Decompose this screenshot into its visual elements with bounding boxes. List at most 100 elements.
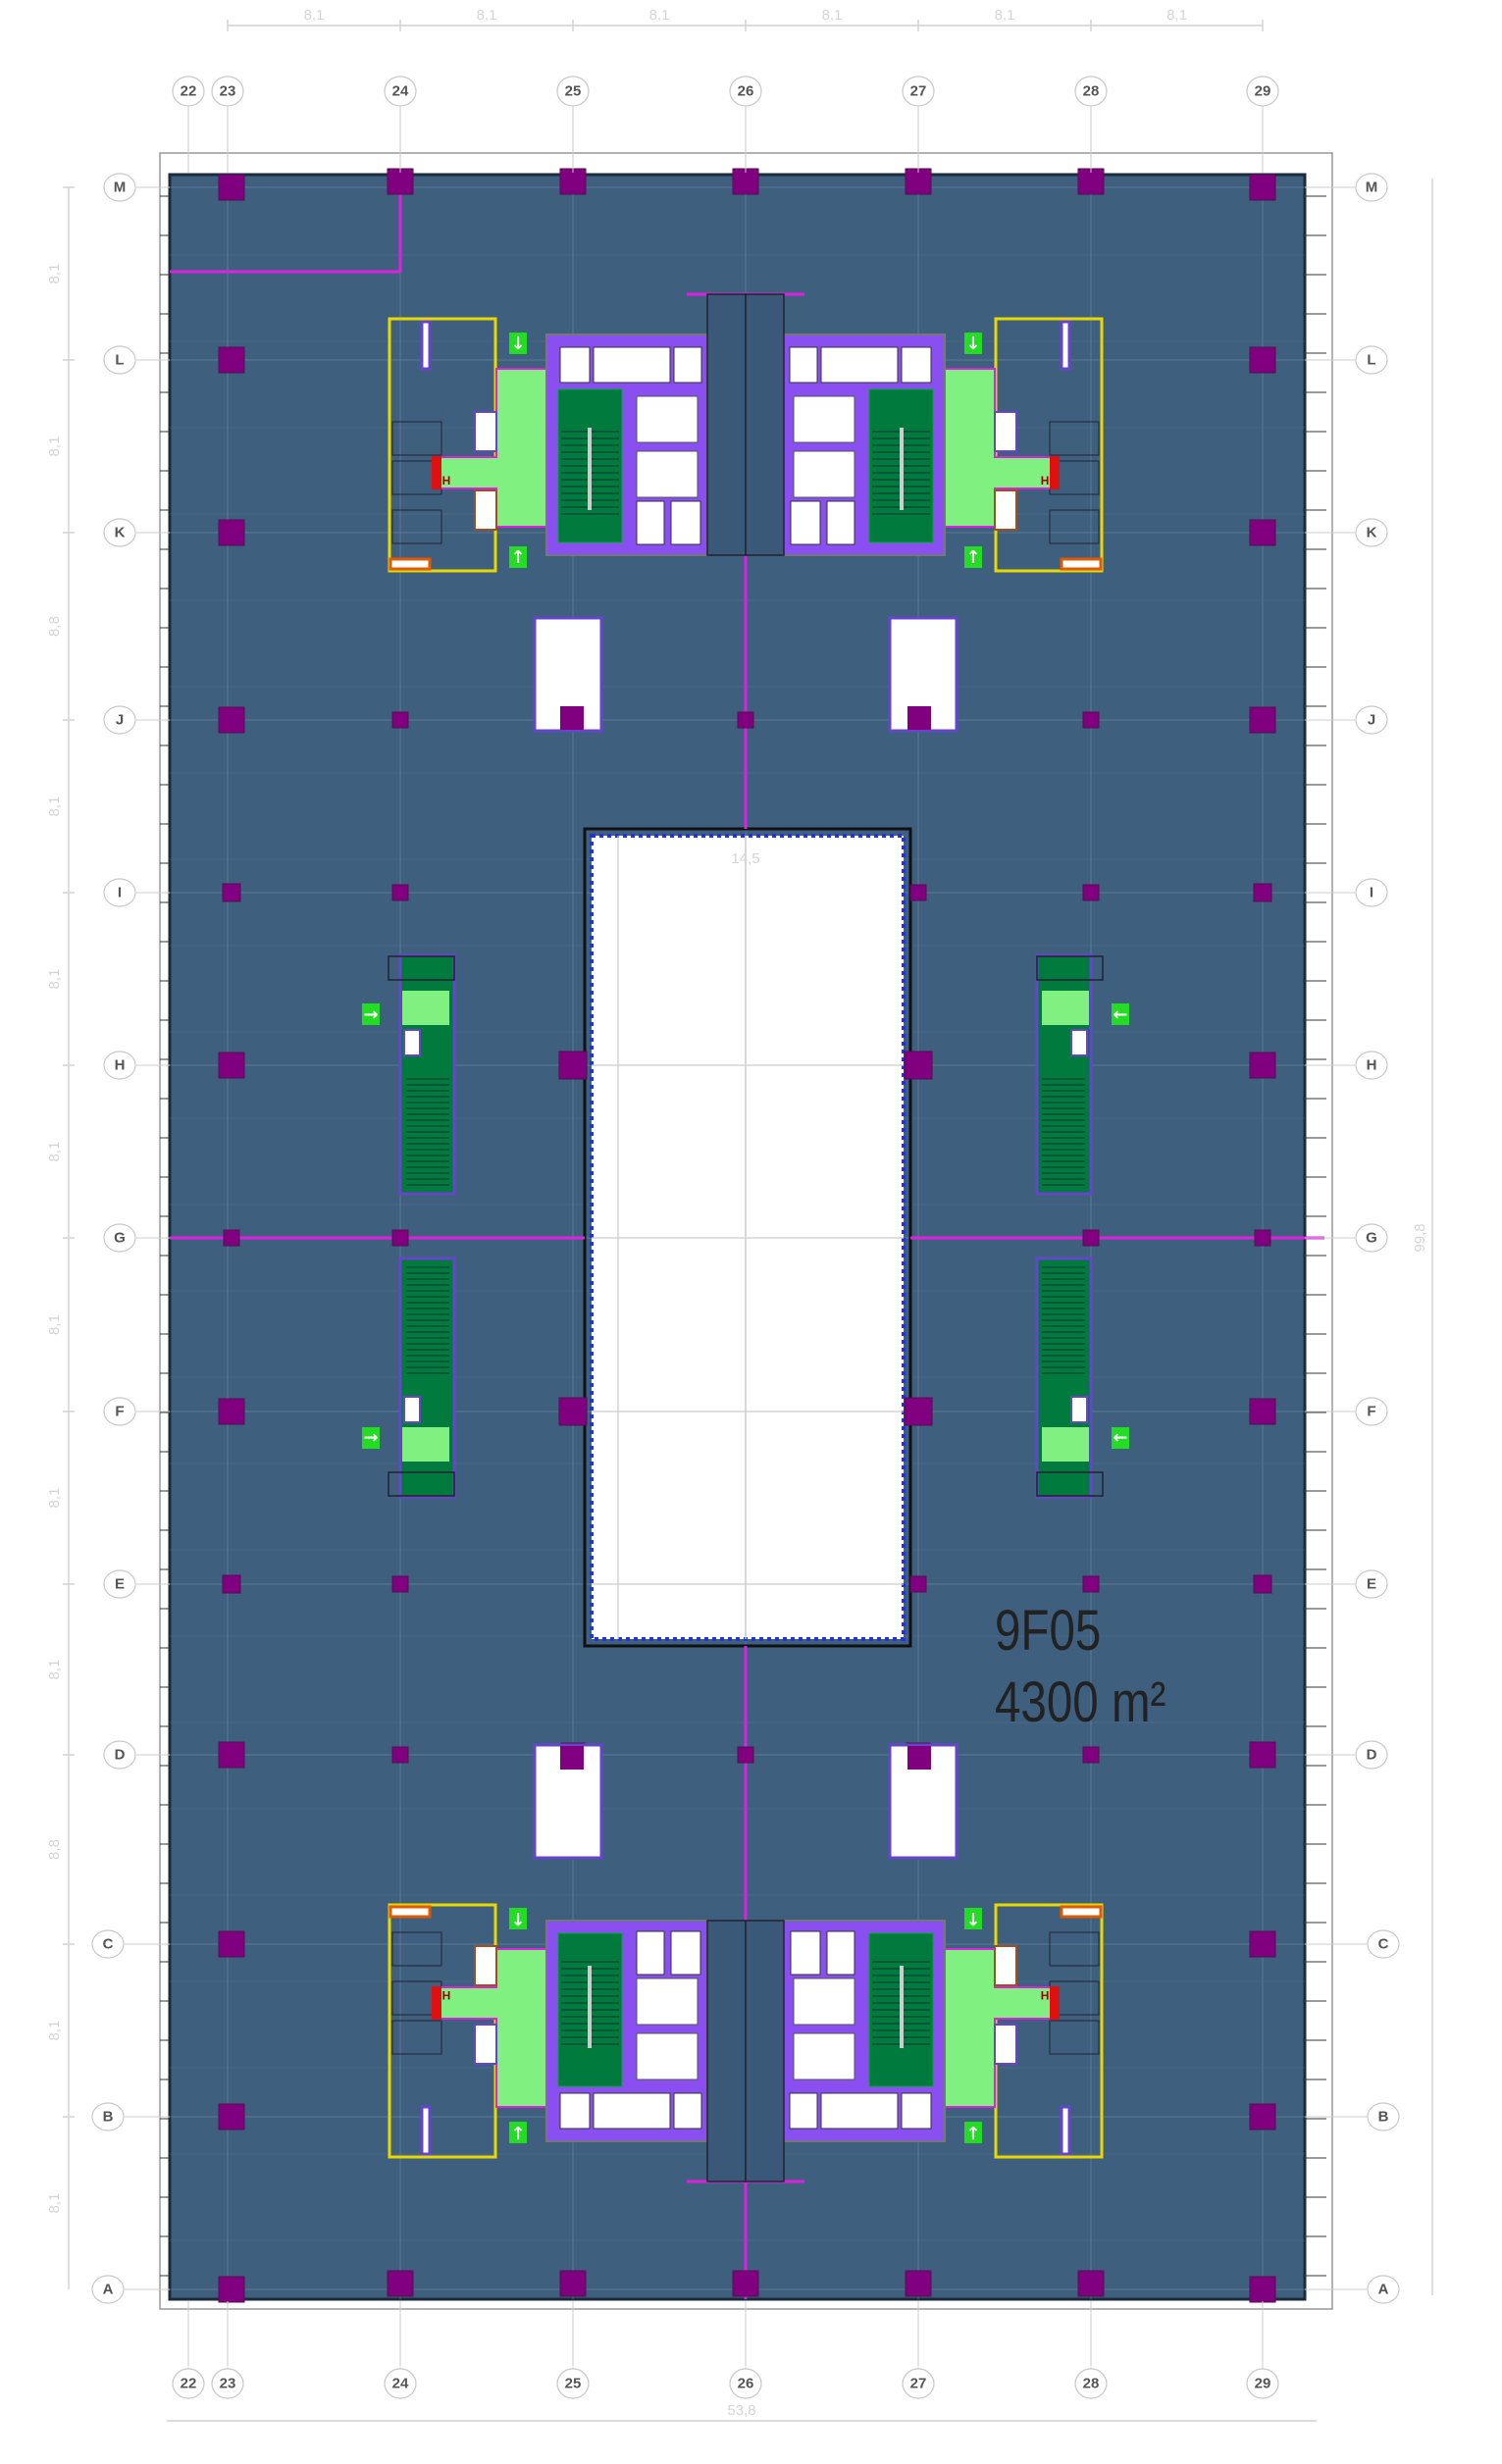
structural-column — [1082, 711, 1100, 729]
stair-east-north: → — [1035, 953, 1129, 1196]
axis-label-24: 24 — [392, 83, 409, 100]
exit-arrow-icon: → — [1113, 1004, 1127, 1025]
elevator-car — [793, 450, 855, 498]
axis-label-26: 26 — [738, 83, 754, 100]
axis-label-28: 28 — [1083, 2376, 1100, 2392]
shaft-wall — [1060, 2105, 1071, 2156]
hydrant-label: H — [1041, 1988, 1050, 2002]
axis-bubble-22 — [172, 76, 205, 107]
structural-column — [905, 2270, 932, 2297]
room-area-label: 4300 m² — [995, 1671, 1165, 1735]
core-south-west: H↓↑ — [388, 1743, 747, 2182]
core-room — [673, 2092, 702, 2130]
axis-bubble-E — [103, 1569, 136, 1599]
exit-arrow-icon: ↓ — [965, 334, 980, 354]
axis-bubble-J — [103, 705, 136, 735]
core-room — [901, 2092, 932, 2130]
exit-arrow-icon: ↑ — [965, 547, 980, 568]
core-room — [559, 2092, 591, 2130]
axis-bubble-B — [91, 2102, 125, 2131]
structural-column — [1082, 1746, 1100, 1764]
axis-label-26: 26 — [738, 2376, 754, 2392]
axis-label-G: G — [1366, 1230, 1377, 1247]
hydrant-label: H — [442, 474, 451, 488]
axis-label-25: 25 — [565, 83, 582, 100]
elevator-car — [793, 2032, 855, 2080]
axis-bubble-M — [1355, 173, 1388, 202]
axis-label-K: K — [115, 525, 126, 541]
shaft-wall — [420, 320, 432, 371]
axis-bubble-A — [1367, 2275, 1400, 2304]
axis-bubble-I — [103, 878, 136, 907]
vent-grille — [388, 1905, 432, 1919]
core-room — [790, 1930, 821, 1976]
structural-column — [1249, 174, 1276, 201]
row-spacing-label: 8,1 — [46, 436, 63, 457]
stair-lobby — [1042, 1427, 1089, 1462]
structural-column — [559, 2270, 587, 2297]
exit-sign — [964, 546, 982, 568]
axis-label-D: D — [115, 1747, 126, 1764]
axis-label-H: H — [1367, 1057, 1377, 1074]
shaft — [474, 411, 497, 452]
core-room — [901, 346, 932, 384]
exit-arrow-icon: → — [1113, 1427, 1127, 1448]
structural-column — [218, 2103, 245, 2130]
structural-column — [391, 884, 409, 901]
exit-arrow-icon: ↑ — [510, 547, 525, 568]
shaft — [994, 411, 1017, 452]
axis-bubble-24 — [384, 2368, 417, 2399]
core-room — [820, 2092, 899, 2130]
exit-arrow-icon: ↓ — [510, 2122, 525, 2142]
structural-column — [218, 174, 245, 201]
structural-column — [222, 1574, 241, 1594]
stair-vestibule — [388, 955, 455, 981]
structural-column — [391, 1575, 409, 1593]
axis-bubble-25 — [556, 2368, 590, 2399]
shaft — [474, 2024, 497, 2065]
structural-column — [732, 2270, 759, 2297]
axis-bubble-28 — [1074, 2368, 1108, 2399]
exit-sign — [964, 1908, 982, 1929]
axis-label-22: 22 — [181, 2376, 197, 2392]
axis-label-D: D — [1367, 1747, 1377, 1764]
axis-label-25: 25 — [565, 2376, 582, 2392]
axis-label-J: J — [116, 712, 124, 729]
axis-bubble-26 — [729, 2368, 762, 2399]
axis-bubble-J — [1355, 705, 1388, 735]
structural-column — [1077, 168, 1105, 195]
structural-column — [1254, 1229, 1271, 1247]
elevator-car — [793, 1977, 855, 2026]
structural-column — [1249, 2276, 1276, 2303]
structural-column — [904, 1397, 933, 1426]
axis-label-L: L — [115, 352, 124, 369]
structural-column — [1082, 884, 1100, 901]
column-spacing-label: 8,1 — [995, 7, 1015, 24]
axis-bubble-B — [1367, 2102, 1400, 2131]
shaft — [403, 1029, 421, 1056]
shaft-wall — [420, 2105, 432, 2156]
service-corridor — [745, 293, 785, 556]
axis-bubble-28 — [1074, 76, 1108, 107]
axis-bubble-L — [103, 345, 136, 375]
axis-bubble-27 — [902, 2368, 935, 2399]
axis-label-H: H — [115, 1057, 126, 1074]
stair-handrail — [588, 428, 592, 510]
structural-column — [1249, 519, 1276, 546]
axis-bubble-H — [103, 1051, 136, 1080]
axis-label-I: I — [118, 885, 122, 901]
axis-label-29: 29 — [1255, 83, 1271, 100]
core-room — [789, 346, 818, 384]
structural-column — [732, 168, 759, 195]
stair-vestibule — [1036, 955, 1104, 981]
fire-hydrant-cabinet — [432, 1986, 441, 2020]
axis-bubble-29 — [1246, 76, 1279, 107]
stair-west-north: → — [362, 953, 456, 1196]
structural-column — [1249, 1052, 1276, 1079]
structural-column — [218, 519, 245, 546]
core-room — [593, 346, 671, 384]
axis-label-M: M — [1366, 180, 1378, 196]
toilet-cubicle — [391, 509, 442, 544]
structural-column — [1249, 1398, 1276, 1425]
